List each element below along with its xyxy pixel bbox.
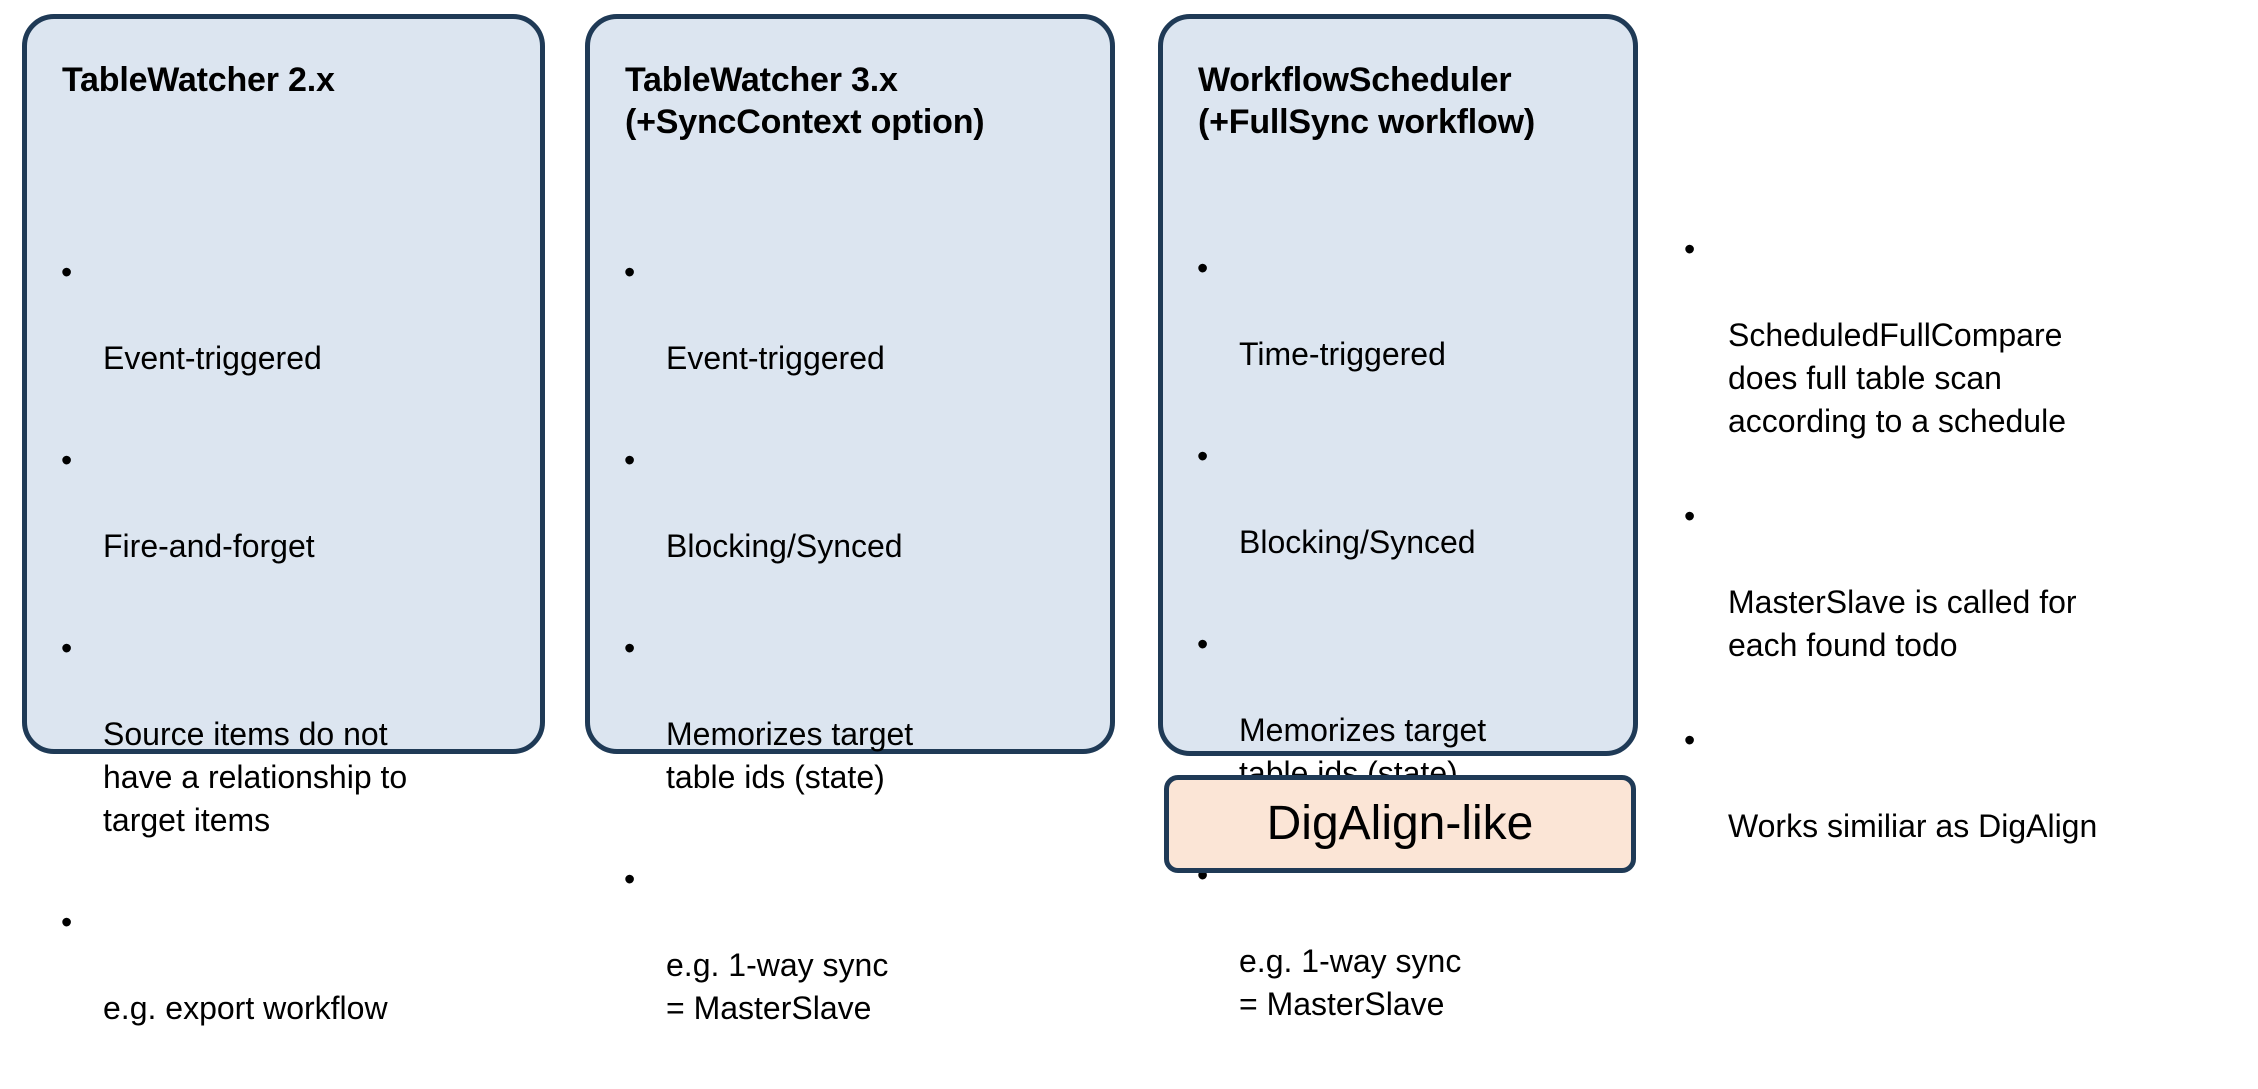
card-title: TableWatcher 2.x [62, 61, 335, 99]
list-item: • Time-triggered [1193, 247, 1623, 376]
card-workflowscheduler: WorkflowScheduler (+FullSync workflow) •… [1158, 14, 1638, 1022]
diagram-canvas: TableWatcher 2.x • Event-triggered • Fir… [22, 14, 2225, 1026]
bullet-dot-icon: • [624, 254, 636, 290]
list-item-label: Source items do not have a relationship … [103, 716, 408, 838]
list-item-label: Fire-and-forget [103, 528, 315, 564]
status-badge-digalign-like: DigAlign-like [1164, 775, 1636, 873]
status-badge-label: DigAlign-like [1266, 797, 1534, 850]
bullet-dot-icon: • [61, 254, 73, 290]
list-item: • Works similiar as DigAlign [1680, 719, 2225, 848]
bullet-dot-icon: • [61, 904, 73, 940]
list-item-label: Works similiar as DigAlign [1728, 808, 2098, 844]
list-item-label: Blocking/Synced [1239, 524, 1476, 560]
list-item-label: Blocking/Synced [666, 528, 903, 564]
list-item: • Source items do not have a relationshi… [57, 627, 512, 842]
list-item: • ScheduledFullCompare does full table s… [1680, 228, 2225, 443]
list-item: • Blocking/Synced [620, 439, 1090, 568]
bullet-dot-icon: • [61, 442, 73, 478]
list-item-label: Event-triggered [103, 340, 322, 376]
card-bullet-list: • Time-triggered • Blocking/Synced • Mem… [1193, 247, 1623, 1085]
notes-list: • ScheduledFullCompare does full table s… [1680, 228, 2225, 900]
list-item: • MasterSlave is called for each found t… [1680, 495, 2225, 667]
list-item: • Fire-and-forget [57, 439, 512, 568]
card-bullet-list: • Event-triggered • Fire-and-forget • So… [57, 251, 512, 1089]
card-title: WorkflowScheduler (+FullSync workflow) [1198, 61, 1535, 141]
bullet-dot-icon: • [1197, 857, 1209, 893]
list-item: • e.g. export workflow [57, 901, 512, 1030]
bullet-dot-icon: • [624, 861, 636, 897]
card-bullet-list: • Event-triggered • Blocking/Synced • Me… [620, 251, 1090, 1089]
card-tablewatcher-2x: TableWatcher 2.x • Event-triggered • Fir… [22, 14, 545, 1026]
list-item-label: e.g. export workflow [103, 990, 388, 1026]
bullet-dot-icon: • [1684, 722, 1696, 758]
list-item-label: e.g. 1-way sync = MasterSlave [666, 947, 889, 1026]
list-item: • e.g. 1-way sync = MasterSlave [620, 858, 1090, 1030]
bullet-dot-icon: • [624, 630, 636, 666]
card-title: TableWatcher 3.x (+SyncContext option) [625, 61, 985, 141]
list-item-label: Event-triggered [666, 340, 885, 376]
bullet-dot-icon: • [1684, 231, 1696, 267]
list-item: • Blocking/Synced [1193, 435, 1623, 564]
list-item-label: ScheduledFullCompare does full table sca… [1728, 317, 2066, 439]
bullet-dot-icon: • [1197, 250, 1209, 286]
list-item-label: MasterSlave is called for each found tod… [1728, 584, 2077, 663]
card-tablewatcher-3x: TableWatcher 3.x (+SyncContext option) •… [585, 14, 1115, 1026]
list-item-label: Memorizes target table ids (state) [666, 716, 914, 795]
list-item: • Event-triggered [57, 251, 512, 380]
bullet-dot-icon: • [1197, 438, 1209, 474]
list-item: • Event-triggered [620, 251, 1090, 380]
bullet-dot-icon: • [1197, 626, 1209, 662]
bullet-dot-icon: • [1684, 498, 1696, 534]
list-item: • e.g. 1-way sync = MasterSlave [1193, 854, 1623, 1026]
bullet-dot-icon: • [61, 630, 73, 666]
list-item: • Memorizes target table ids (state) [620, 627, 1090, 799]
list-item: • Memorizes target table ids (state) [1193, 623, 1623, 795]
list-item-label: Time-triggered [1239, 336, 1446, 372]
list-item-label: e.g. 1-way sync = MasterSlave [1239, 943, 1462, 1022]
bullet-dot-icon: • [624, 442, 636, 478]
